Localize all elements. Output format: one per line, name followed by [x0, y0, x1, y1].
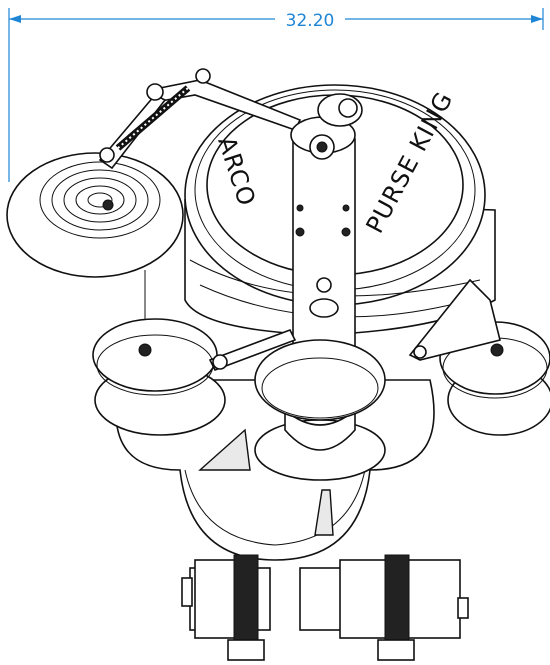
gusset-bottom	[314, 489, 334, 536]
hydraulic-block	[181, 554, 469, 661]
dimension-annotation: 32.20	[8, 8, 544, 182]
center-capstan	[254, 339, 386, 481]
sheave-left	[92, 318, 226, 436]
dimension-value: 32.20	[286, 11, 335, 31]
spring-disc-center-bolt	[102, 199, 114, 211]
linkage-upper	[98, 68, 302, 170]
spring-disc	[6, 152, 184, 320]
sheave-right-nut	[490, 343, 504, 357]
sheave-left-nut	[138, 343, 152, 357]
brace-left	[208, 328, 297, 372]
dimension-arrow-left	[9, 15, 21, 23]
brace-right	[408, 278, 501, 361]
mount-bolt-left	[233, 554, 259, 656]
mount-bolt-right	[384, 554, 410, 656]
side-braces	[208, 278, 501, 372]
dimension-arrow-right	[531, 15, 543, 23]
gusset-left	[198, 428, 251, 471]
